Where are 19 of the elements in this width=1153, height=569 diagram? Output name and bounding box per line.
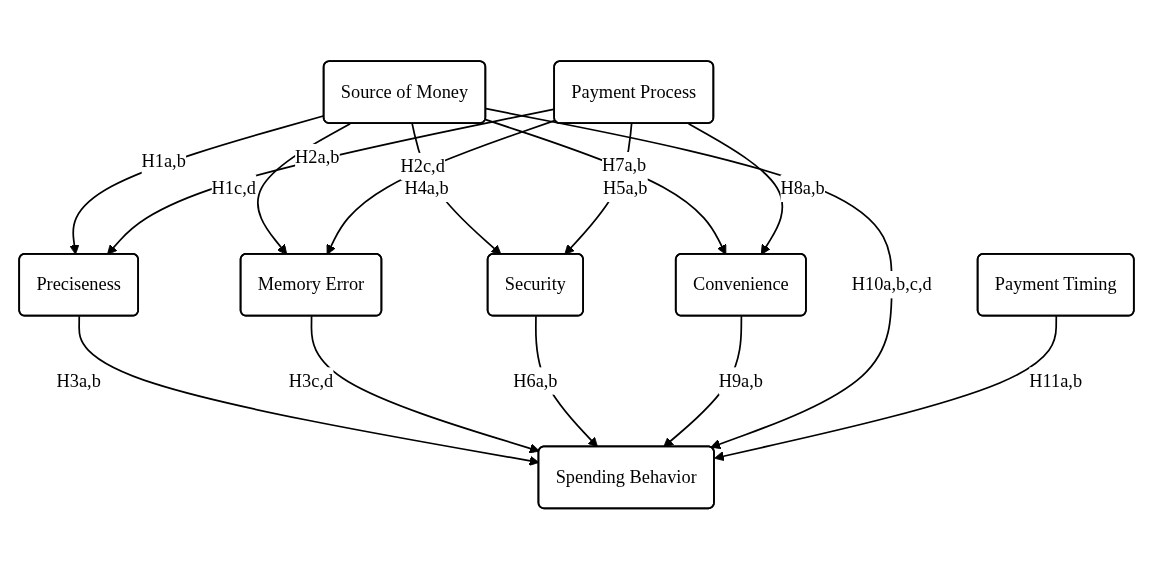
edge-label: H3c,d [288, 370, 334, 390]
arrow [714, 315, 1058, 461]
edge-label: H11a,b [1029, 370, 1083, 390]
edge-label: H9a,b [718, 370, 763, 390]
edge-label: H2c,d [400, 155, 445, 176]
edge-label: H10a,b,c,d [851, 274, 932, 294]
edge-label: H5a,b [603, 177, 648, 198]
arrow [78, 315, 540, 466]
arrow [687, 122, 784, 255]
edge-label: H8a,b [780, 177, 825, 198]
edge-label: H4a,b [404, 177, 449, 198]
edge-label: H3a,b [56, 370, 101, 390]
arrow [257, 122, 352, 255]
edge-label: H6a,b [513, 370, 558, 390]
edge-label: H7a,b [601, 155, 647, 175]
edge-label: H1a,b [141, 150, 186, 171]
edge-label: H1c,d [211, 177, 256, 198]
arrow [310, 315, 540, 454]
edge-label: H2a,b [295, 147, 340, 167]
